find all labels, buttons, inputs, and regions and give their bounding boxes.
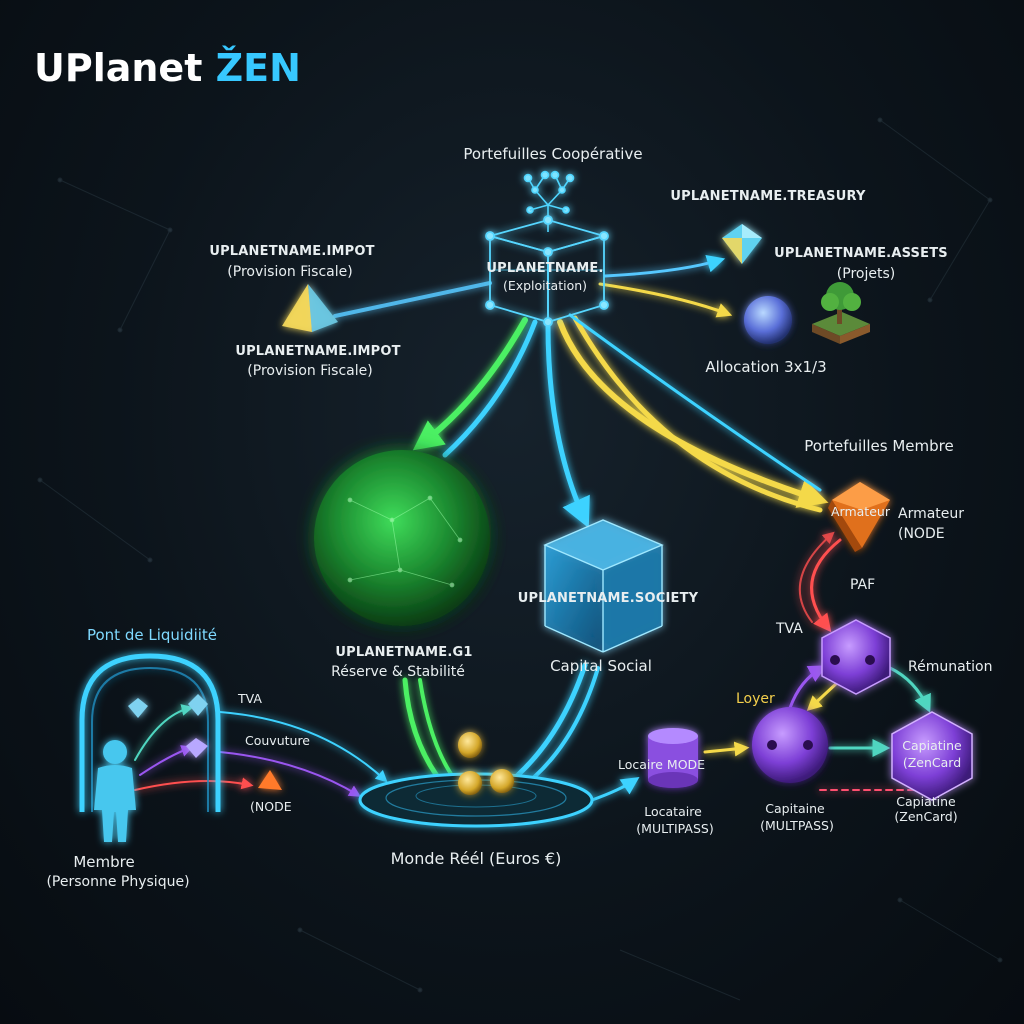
impot-top-sub: (Provision Fiscale): [227, 264, 353, 280]
locataire-name: Locataire: [644, 804, 702, 819]
paf-label: PAF: [850, 577, 876, 593]
bridge-couverture-label: Couvuture: [245, 733, 310, 748]
capitaine-orb-icon: [752, 707, 828, 783]
member-wallets-heading: Portefuilles Membre: [804, 437, 954, 455]
flow-center-to-allocation: [598, 282, 733, 318]
capitaine-sub: (MULTPASS): [760, 818, 834, 833]
zencard-badge-sub: (ZenCard: [902, 755, 962, 770]
cooperative-heading: Portefuilles Coopérative: [463, 145, 643, 163]
portal-arch-icon: [79, 653, 221, 812]
cylinder-icon: [648, 728, 698, 788]
society-wallet-name: UPLANETNAME.SOCIETY: [517, 591, 699, 606]
cube-network-icon: [485, 215, 609, 327]
crystal-cube-icon: [543, 519, 664, 653]
hexagon-icon: [821, 619, 891, 695]
flow-hub-to-capitaine: [806, 680, 840, 712]
zencard-badge-name: Capiatine: [902, 738, 962, 753]
g1-wallet-name: UPLANETNAME.G1: [335, 645, 473, 660]
globe-icon: [314, 450, 490, 626]
flow-g1-to-platform: [402, 677, 443, 783]
member-name: Membre: [73, 853, 135, 871]
bridge-heading: Pont de Liquidiité: [86, 626, 218, 644]
zencard-name: Capiatine: [896, 794, 956, 809]
flow-center-to-g1: [412, 317, 528, 451]
bridge-node-label: (NODE: [250, 799, 292, 814]
impot-top-name: UPLANETNAME.IMPOT: [209, 244, 375, 259]
flow-center-to-armateur-c: [568, 313, 822, 492]
coin-icon: [458, 732, 514, 795]
network-tree-icon: [523, 170, 575, 232]
flow-bridge-tva: [134, 704, 194, 761]
exploitation-wallet-name: UPLANETNAME.: [486, 261, 604, 276]
pyramid-icon: [282, 284, 338, 332]
flow-locataire-to-capitaine: [703, 741, 750, 757]
flow-hub-to-armateur: [798, 531, 835, 623]
flow-bridge-to-platform-a: [219, 711, 388, 783]
member-tva-label: TVA: [776, 621, 803, 637]
gem-icon: [128, 694, 282, 790]
loyer-label: Loyer: [736, 691, 775, 707]
assets-wallet-sub: (Projets): [836, 266, 896, 282]
flow-hub-to-zencard: [888, 666, 931, 713]
real-world-label: Monde Réél (Euros €): [390, 849, 562, 868]
tree-icon: [812, 282, 870, 344]
society-wallet-sub: Capital Social: [550, 657, 652, 675]
flow-center-to-armateur-a: [557, 319, 829, 508]
locataire-sub: (MULTIPASS): [636, 821, 714, 836]
impot-bottom-name: UPLANETNAME.IMPOT: [235, 344, 401, 359]
locataire-badge: Locaire MODE: [618, 757, 706, 772]
flow-armateur-to-hub: [810, 538, 842, 633]
flow-society-to-platform-2: [523, 666, 600, 787]
flow-g1-to-platform-2: [418, 678, 457, 782]
armateur-sub: (NODE: [898, 526, 945, 542]
flow-platform-to-locataire: [590, 777, 640, 802]
flow-capitaine-to-hub: [788, 665, 827, 710]
flow-bridge-node: [134, 777, 254, 791]
member-sub: (Personne Physique): [46, 874, 190, 890]
flow-center-to-impot: [333, 281, 492, 318]
remuneration-label: Rémunation: [908, 659, 993, 675]
treasury-wallet-name: UPLANETNAME.TREASURY: [670, 189, 866, 204]
exploitation-wallet-sub: (Exploitation): [502, 278, 588, 293]
flow-center-to-society: [545, 322, 590, 529]
flow-bridge-couverture: [139, 745, 194, 776]
bridge-tva-label: TVA: [238, 691, 262, 706]
flow-center-to-treasury: [603, 254, 726, 278]
zencard-hexagon-icon: [891, 711, 973, 801]
person-icon: [94, 740, 136, 842]
flow-society-to-platform: [507, 662, 588, 785]
page-title: UPlanet ŽEN: [34, 46, 301, 90]
planet-orb-icon: [744, 296, 792, 344]
armateur-box-icon: [828, 482, 890, 552]
zencard-sub: (ZenCard): [894, 809, 958, 824]
flow-center-to-g1-cyan: [442, 319, 538, 458]
impot-bottom-sub: (Provision Fiscale): [247, 363, 373, 379]
capitaine-name: Capitaine: [765, 801, 825, 816]
assets-wallet-name: UPLANETNAME.ASSETS: [774, 246, 948, 261]
flow-bridge-to-platform-b: [219, 751, 362, 797]
g1-wallet-sub: Réserve & Stabilité: [331, 664, 465, 680]
diamond-icon: [722, 224, 762, 264]
flow-lines: [134, 254, 931, 802]
background-network: [37, 117, 1003, 1001]
flow-center-to-armateur-b: [572, 315, 823, 513]
allocation-label: Allocation 3x1/3: [705, 358, 827, 376]
armateur-badge: Armateur: [831, 504, 890, 519]
title-accent: ŽEN: [215, 46, 301, 90]
armateur-name: Armateur: [898, 506, 965, 522]
